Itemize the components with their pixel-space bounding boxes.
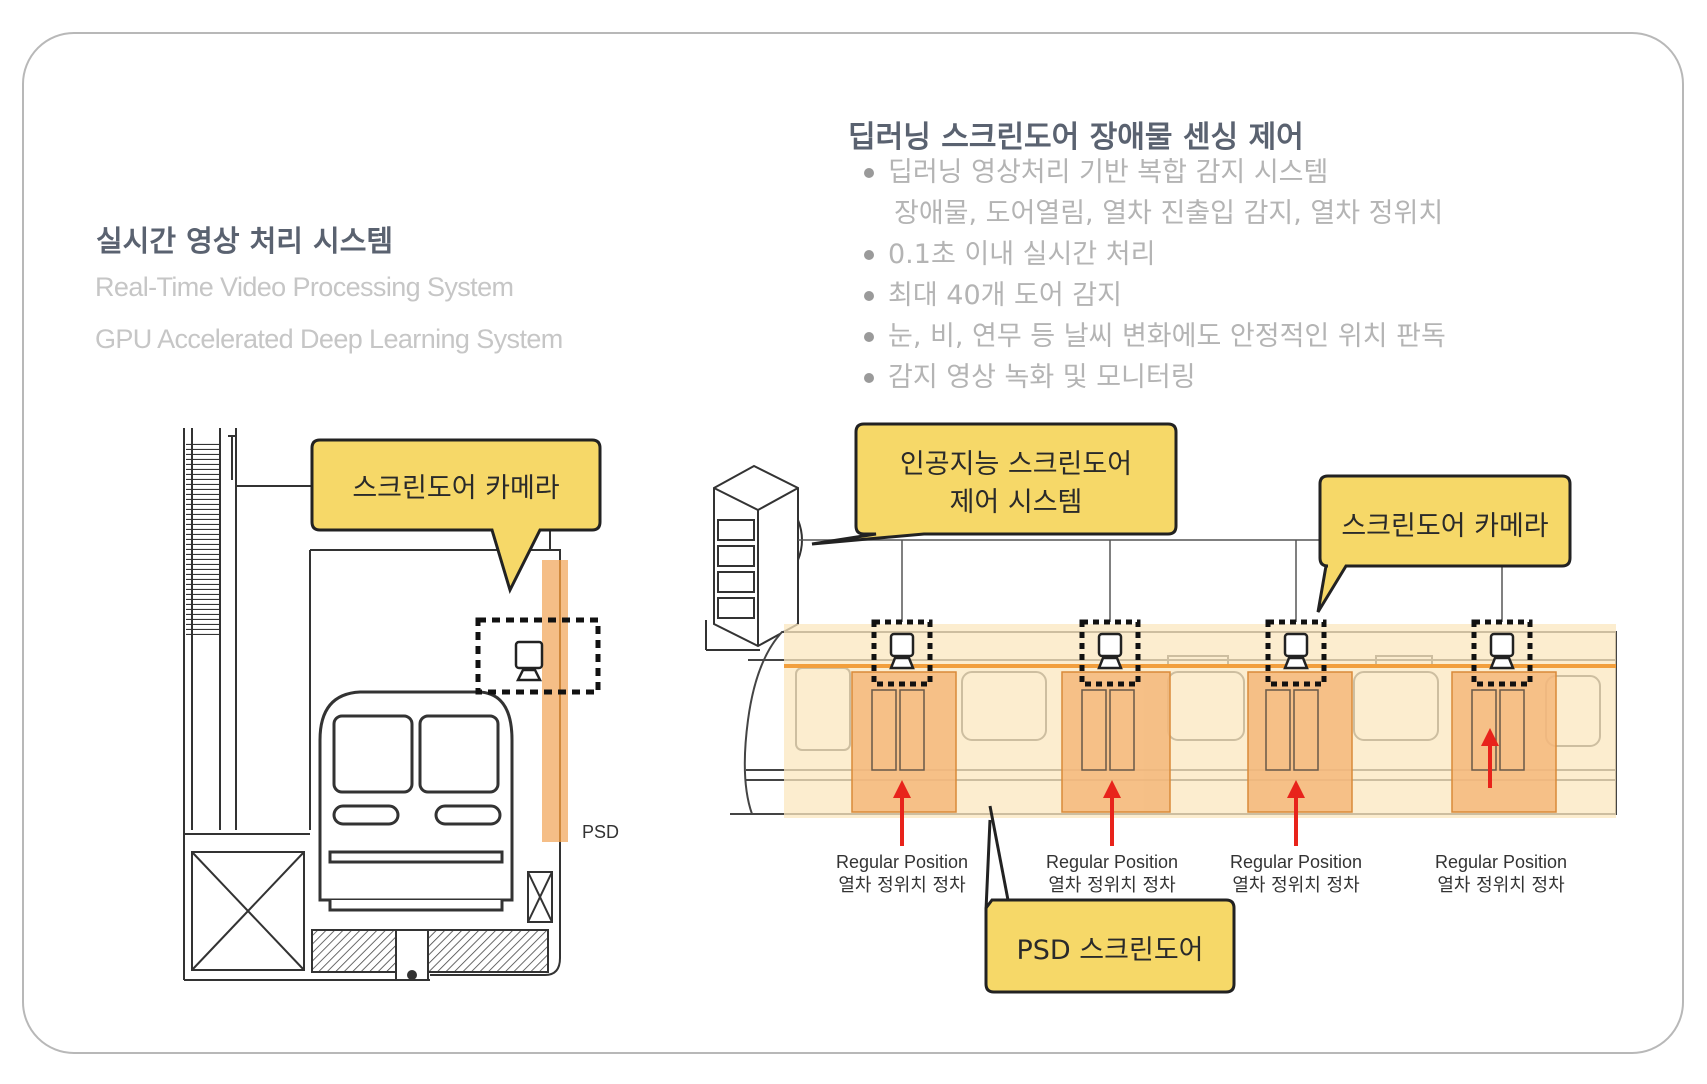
bullet-dot-icon — [864, 291, 874, 301]
feature-item: 눈, 비, 연무 등 날씨 변화에도 안정적인 위치 판독 — [862, 316, 1446, 357]
position-label: Regular Position 열차 정위치 정차 — [1045, 852, 1179, 896]
left-title: 실시간 영상 처리 시스템 — [96, 224, 394, 258]
camera-callout-right-label: 스크린도어 카메라 — [1341, 511, 1549, 542]
right-title: 딥러닝 스크린도어 장애물 센싱 제어 — [848, 120, 1304, 155]
psd-callout — [984, 819, 1236, 994]
feature-item: 감지 영상 녹화 및 모니터링 — [862, 357, 1446, 398]
left-subtitle-gpu: GPU Accelerated Deep Learning System — [95, 324, 563, 354]
position-label: Regular Position 열차 정위치 정차 — [835, 852, 969, 896]
camera-callout-left — [310, 438, 602, 595]
feature-item: 딥러닝 영상처리 기반 복합 감지 시스템 — [862, 152, 1446, 193]
ai-system-callout — [811, 422, 1178, 546]
bullet-dot-icon — [864, 332, 874, 342]
camera-callout-left-label: 스크린도어 카메라 — [352, 473, 560, 504]
station-cross-section — [183, 428, 561, 981]
camera-icon — [1283, 632, 1309, 670]
camera-icon — [1097, 632, 1123, 670]
position-label: Regular Position 열차 정위치 정차 — [1229, 852, 1363, 896]
ai-callout-line2: 제어 시스템 — [949, 487, 1083, 518]
bullet-dot-icon — [864, 250, 874, 260]
camera-focus-box — [475, 617, 601, 695]
train-front-icon — [318, 690, 514, 912]
regular-position-arrows — [893, 728, 1499, 846]
position-label: Regular Position 열차 정위치 정차 — [1434, 852, 1568, 896]
camera-icon — [1489, 632, 1515, 670]
camera-icon — [514, 640, 544, 682]
server-rack-icon — [705, 464, 803, 651]
bullet-dot-icon — [864, 373, 874, 383]
ai-callout-line1: 인공지능 스크린도어 — [899, 449, 1133, 480]
door-camera-boxes — [871, 619, 1533, 687]
psd-door-bar — [542, 560, 568, 842]
feature-item-continuation: 장애물, 도어열림, 열차 진출입 감지, 열차 정위치 — [894, 198, 1444, 229]
bullet-dot-icon — [864, 168, 874, 178]
camera-callout-right — [1316, 474, 1572, 613]
feature-item: 최대 40개 도어 감지 — [862, 275, 1446, 316]
left-subtitle-realtime: Real-Time Video Processing System — [95, 272, 514, 302]
psd-callout-label: PSD 스크린도어 — [1016, 935, 1204, 966]
feature-item: 0.1초 이내 실시간 처리 — [862, 234, 1446, 275]
feature-list: 딥러닝 영상처리 기반 복합 감지 시스템 장애물, 도어열림, 열차 진출입 … — [862, 152, 1446, 398]
psd-label: PSD — [582, 822, 620, 842]
camera-icon — [889, 632, 915, 670]
